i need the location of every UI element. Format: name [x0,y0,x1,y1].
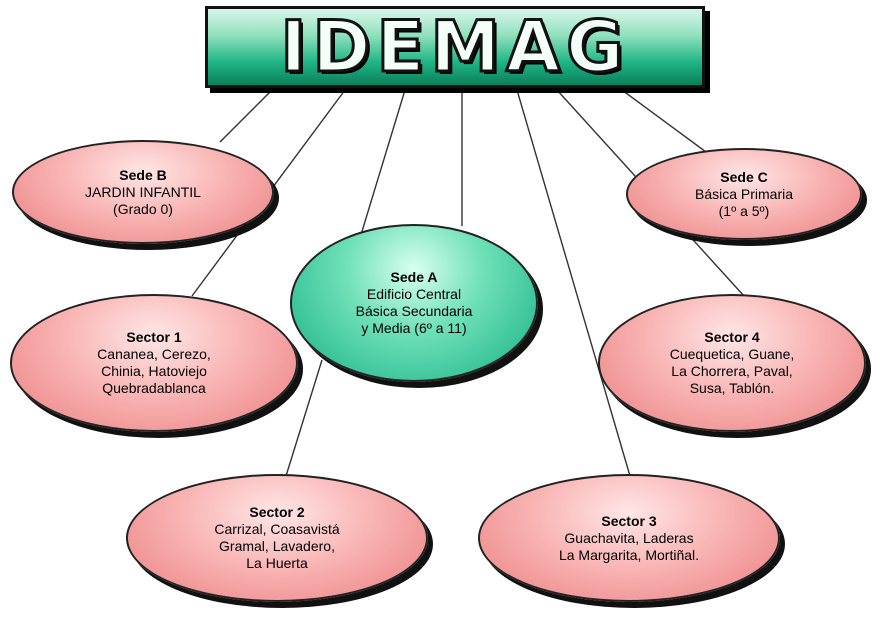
node-line: Básica Primaria [694,185,794,202]
node-line: Cuequetica, Guane, [669,346,795,362]
node-line: JARDIN INFANTIL [85,183,201,200]
node-sector-2: Sector 2 Carrizal, Coasavistá Gramal, La… [126,474,428,602]
node-line: Básica Secundaria [355,303,473,319]
node-line: Guachavita, Laderas [564,529,694,546]
node-heading: Sede C [720,168,768,185]
node-line: La Margarita, Mortiñal. [558,546,700,563]
node-line: (Grado 0) [113,200,173,217]
node-heading: Sector 1 [126,329,182,345]
node-line: Chinia, Hatoviejo [101,363,207,379]
node-line: Edificio Central [366,286,462,302]
node-line: La Chorrera, Paval, [671,363,793,379]
node-sector-1: Sector 1 Cananea, Cerezo, Chinia, Hatovi… [10,294,298,432]
node-heading: Sede A [390,269,438,285]
node-line: Susa, Tablón. [689,380,775,396]
node-sede-c: Sede C Básica Primaria (1º a 5º) [626,148,862,240]
node-sede-b: Sede B JARDIN INFANTIL (Grado 0) [12,140,274,244]
node-heading: Sector 3 [601,512,657,529]
node-line: Quebradablanca [102,380,206,396]
node-line: La Huerta [246,555,308,571]
node-heading: Sector 2 [249,504,305,520]
node-line: y Media (6º a 11) [361,320,467,336]
connector-to-sede-c [621,89,707,153]
title-banner: IDEMAG [205,6,705,88]
connector-to-sede-b [219,89,273,143]
node-line: (1º a 5º) [718,202,770,219]
node-sector-4: Sector 4 Cuequetica, Guane, La Chorrera,… [598,294,866,432]
node-line: Carrizal, Coasavistá [214,521,340,537]
connector-sede-a-to-sector-2 [285,359,323,477]
connector-to-sede-a-left [359,89,406,239]
node-line: Gramal, Lavadero, [219,538,335,554]
node-sector-3: Sector 3 Guachavita, Laderas La Margarit… [478,474,780,602]
connector-to-sector-3 [516,89,631,477]
node-heading: Sector 4 [704,329,760,345]
node-line: Cananea, Cerezo, [97,346,211,362]
node-heading: Sede B [119,166,167,183]
title-text: IDEMAG [279,6,630,88]
node-sede-a: Sede A Edificio Central Básica Secundari… [290,224,538,382]
